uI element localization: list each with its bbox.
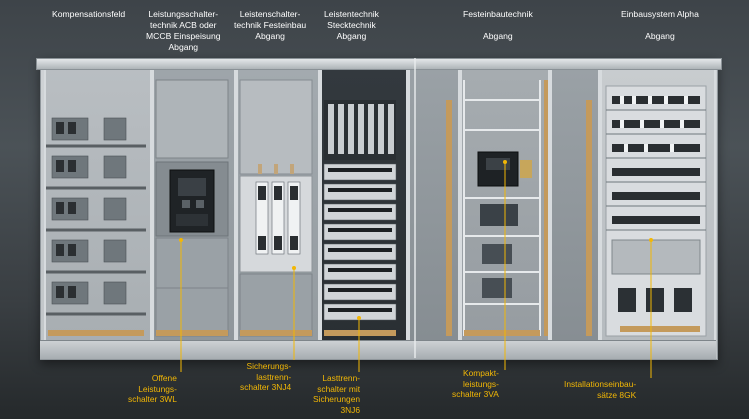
acb-compartment bbox=[155, 79, 229, 337]
header-einbausystem-alpha: Einbausystem Alpha Abgang bbox=[621, 9, 699, 41]
header-leistungsschaltertechnik-acb: Leistungsschalter- technik ACB oder MCCB… bbox=[146, 9, 221, 52]
installation-panels bbox=[605, 85, 707, 337]
capacitor-modules bbox=[46, 117, 146, 316]
frame-plinth bbox=[40, 340, 716, 359]
callout-kompaktleistungsschalter: Kompakt- leistungs- schalter 3VA bbox=[452, 368, 499, 399]
header-leistentechnik-stecktechnik: Leistentechnik Stecktechnik Abgang bbox=[324, 9, 379, 41]
callout-offene-leistungsschalter: Offene Leistungs- schalter 3WL bbox=[128, 373, 177, 404]
callout-dots bbox=[179, 160, 653, 320]
header-leistenschaltertechnik-festeinbau: Leistenschalter- technik Festeinbau Abga… bbox=[234, 9, 307, 41]
copper-busbar bbox=[446, 100, 452, 336]
callout-lines bbox=[180, 162, 652, 378]
callout-lasttrennschalter-sicherungen: Lasttrenn- schalter mit Sicherungen 3NJ6 bbox=[313, 373, 361, 415]
plug-in-strips bbox=[323, 100, 397, 321]
fuse-switch-disconnectors bbox=[239, 79, 313, 337]
mccb-compartment bbox=[463, 80, 592, 336]
header-festeinbautechnik: Festeinbautechnik Abgang bbox=[463, 9, 533, 41]
callout-sicherungslasttrennschalter: Sicherungs- lasttrenn- schalter 3NJ4 bbox=[240, 361, 292, 392]
frame-top-rail bbox=[36, 58, 722, 70]
header-kompensationsfeld: Kompensationsfeld bbox=[52, 9, 126, 19]
callout-installationseinbausaetze: Installationseinbau- sätze 8GK bbox=[564, 379, 637, 400]
